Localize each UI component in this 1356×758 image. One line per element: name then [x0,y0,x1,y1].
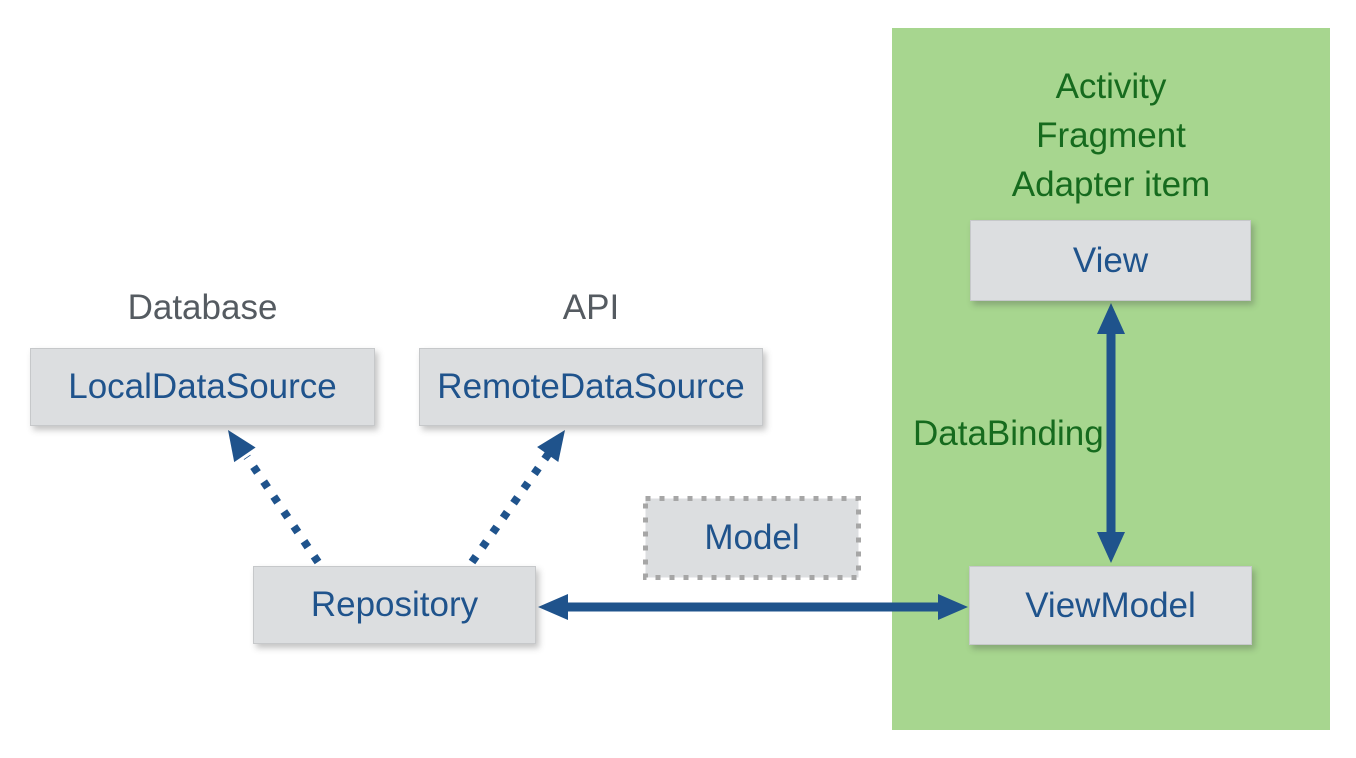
viewmodel-box: ViewModel [969,566,1252,645]
arrowhead-left [538,594,568,620]
repository-box: Repository [253,566,536,644]
database-label: Database [127,288,278,327]
arrowhead-up-right [537,430,565,462]
panel-label-adapter-item: Adapter item [1011,165,1211,204]
arrowhead-up-left [228,430,256,463]
repository-remotedatasource-dotted-arrow [468,430,565,565]
local-data-source-label: LocalDataSource [68,367,337,406]
databinding-label: DataBinding [913,414,1104,453]
model-label: Model [704,517,800,557]
repository-label: Repository [310,585,479,624]
panel-label-activity: Activity [1055,67,1167,106]
api-label: API [562,288,620,327]
panel-heading: Activity Fragment Adapter item [892,62,1330,209]
repository-localdatasource-dotted-arrow [228,430,322,565]
local-data-source-box: LocalDataSource [30,348,375,426]
panel-label-fragment: Fragment [1036,116,1186,155]
view-label: View [1072,240,1149,280]
model-box: Model [645,498,859,577]
remote-data-source-label: RemoteDataSource [437,367,745,406]
view-box: View [970,220,1251,301]
viewmodel-label: ViewModel [1025,585,1196,625]
remote-data-source-box: RemoteDataSource [419,348,763,426]
